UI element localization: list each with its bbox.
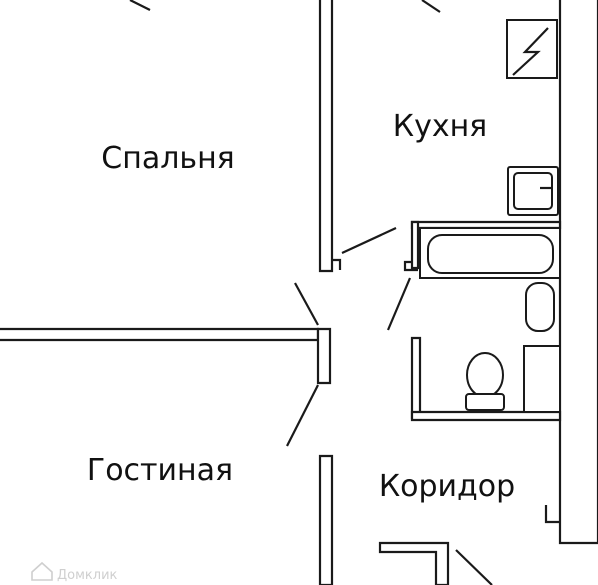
watermark-logo: Домклик <box>31 561 118 583</box>
bathroom-left-wall-upper <box>410 220 420 270</box>
stove-lightning-icon <box>512 27 549 76</box>
bedroom-kitchen-wall <box>318 0 334 273</box>
bathroom-door <box>386 277 412 331</box>
bathroom-sink <box>525 282 555 332</box>
entrance-door <box>455 549 493 585</box>
room-label-corridor: Коридор <box>379 469 515 504</box>
bedroom-living-wall <box>0 327 320 342</box>
right-outer-wall <box>558 0 598 545</box>
bedroom-door <box>294 282 319 326</box>
wall-jamb-1 <box>332 258 342 270</box>
room-label-bedroom: Спальня <box>101 141 234 176</box>
bathtub-inner <box>427 234 554 274</box>
room-label-living: Гостиная <box>87 453 233 488</box>
kitchen-door <box>341 227 397 254</box>
kitchen-sink-basin <box>513 172 553 210</box>
stove <box>506 19 558 79</box>
living-corridor-wall-upper <box>316 327 332 385</box>
toilet-bowl <box>466 352 504 398</box>
living-door <box>286 384 319 447</box>
corridor-bottom-wall <box>378 541 450 585</box>
bathroom-bottom-wall <box>410 410 562 422</box>
bathroom-left-wall-lower <box>410 336 422 420</box>
living-corridor-wall-lower <box>318 454 334 585</box>
bathroom-jamb <box>403 260 418 272</box>
toilet-tank <box>465 393 505 411</box>
bathroom-cabinet <box>523 345 561 413</box>
watermark-house-icon <box>31 561 53 581</box>
bedroom-top-door <box>129 0 151 11</box>
room-label-kitchen: Кухня <box>393 109 487 144</box>
kitchen-top-door <box>421 0 441 13</box>
right-wall-return <box>544 505 560 524</box>
watermark-text: Домклик <box>57 568 118 583</box>
